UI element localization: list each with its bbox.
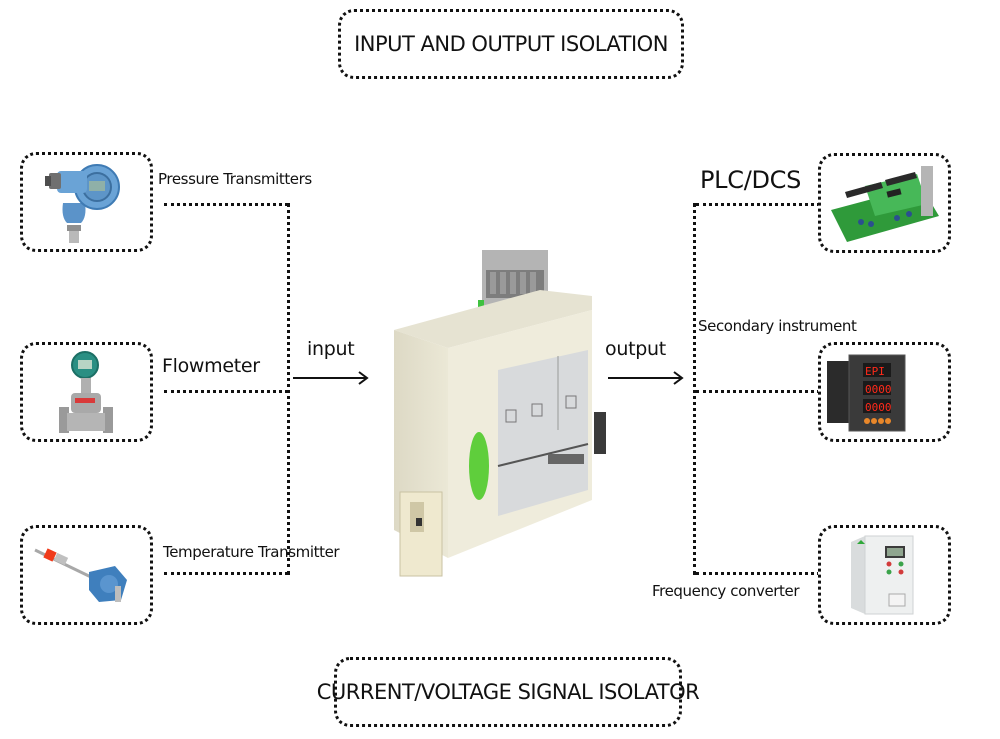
output-node-secondary: EPI 0000 0000: [818, 342, 951, 442]
bottom-title-box: CURRENT/VOLTAGE SIGNAL ISOLATOR: [317, 657, 700, 727]
output-arrow-label: output: [605, 338, 666, 360]
connector-pressure: [164, 203, 288, 206]
input-arrow-icon: [293, 371, 369, 385]
output-arrow-icon: [608, 371, 684, 385]
panel-meter-icon: EPI 0000 0000: [827, 354, 906, 432]
plc-board-icon: [831, 166, 939, 242]
connector-frequency: [696, 572, 820, 575]
top-title: INPUT AND OUTPUT ISOLATION: [354, 32, 668, 56]
temperature-transmitter-icon: [34, 548, 127, 602]
meter-line-2: 0000: [865, 383, 892, 396]
top-title-box: INPUT AND OUTPUT ISOLATION: [338, 9, 684, 79]
input-label-flowmeter: Flowmeter: [162, 355, 260, 377]
input-node-flowmeter: [20, 342, 153, 442]
output-node-plc: [818, 153, 951, 253]
input-bus: [287, 203, 290, 575]
meter-line-3: 0000: [865, 401, 892, 414]
output-label-frequency: Frequency converter: [652, 582, 800, 600]
connector-flowmeter: [164, 390, 288, 393]
meter-line-1: EPI: [865, 365, 885, 378]
input-label-pressure: Pressure Transmitters: [158, 170, 312, 188]
connector-plc: [696, 203, 820, 206]
output-node-frequency: [818, 525, 951, 625]
frequency-converter-icon: [851, 535, 914, 615]
output-label-plc: PLC/DCS: [700, 166, 802, 194]
input-node-pressure: [20, 152, 153, 252]
input-label-temperature: Temperature Transmitter: [163, 543, 340, 561]
input-arrow-label: input: [307, 338, 355, 360]
connector-temperature: [164, 572, 288, 575]
connector-secondary: [696, 390, 820, 393]
flowmeter-icon: [59, 351, 113, 433]
input-node-temperature: [20, 525, 153, 625]
pressure-transmitter-icon: [45, 164, 120, 243]
signal-isolator-device: [394, 250, 606, 577]
bottom-title: CURRENT/VOLTAGE SIGNAL ISOLATOR: [316, 680, 700, 704]
output-label-secondary: Secondary instrument: [698, 317, 857, 335]
output-bus: [693, 203, 696, 575]
